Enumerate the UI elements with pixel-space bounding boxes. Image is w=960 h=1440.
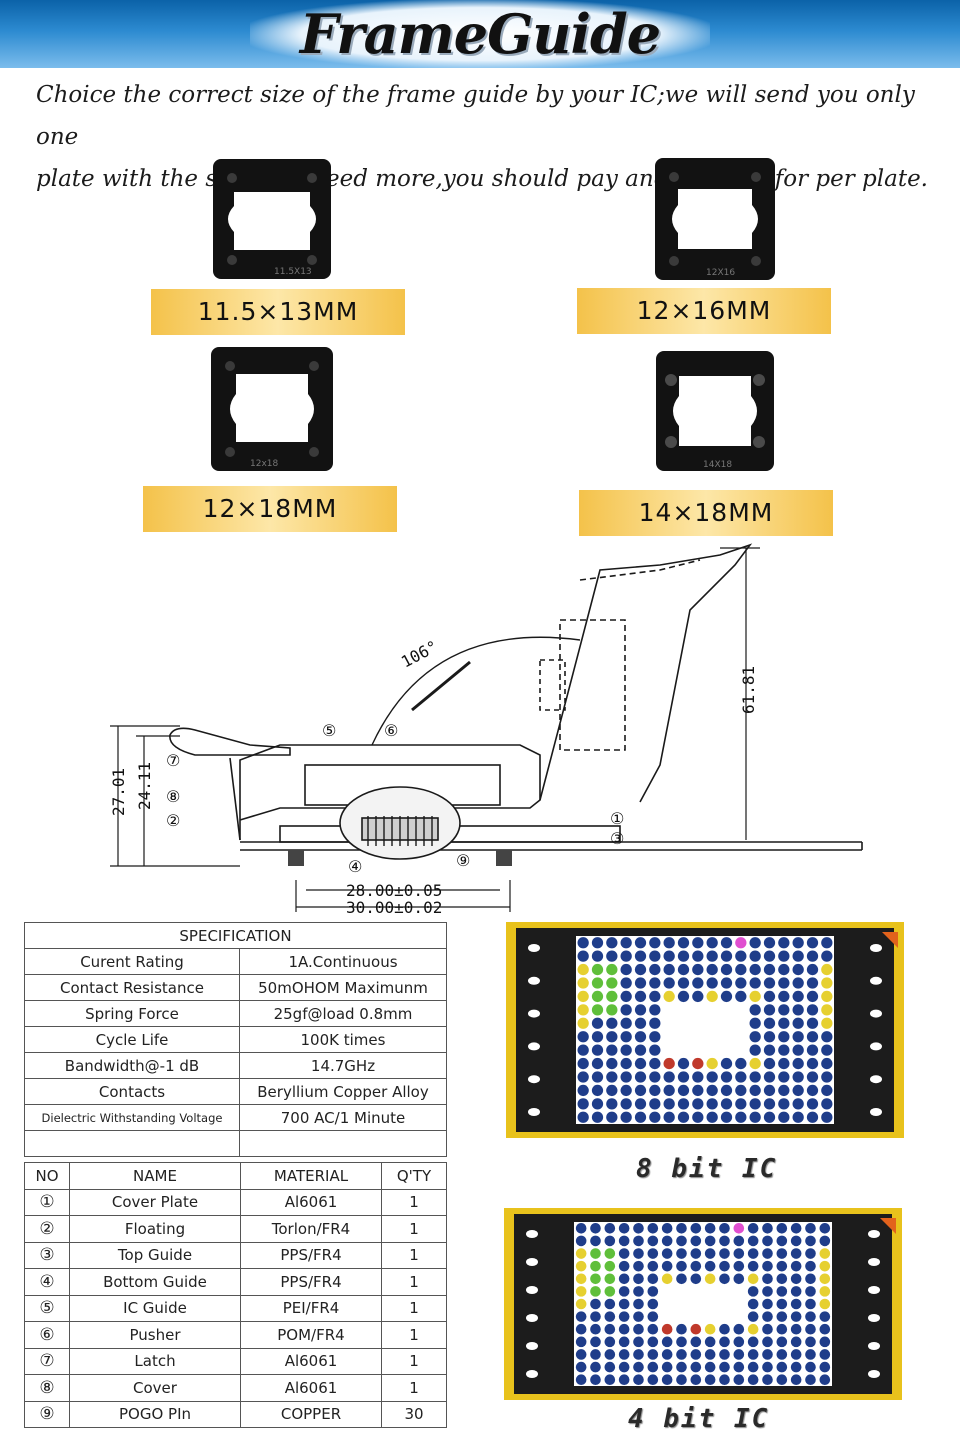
ic-label-4bit: 4 bit IC xyxy=(628,1404,770,1434)
angle-label: 106° xyxy=(398,637,441,672)
frame-guide-image-2: 12X16 xyxy=(654,157,776,281)
frame-guide-image-3: 12x18 xyxy=(210,346,334,472)
spec-title: SPECIFICATION xyxy=(24,922,447,949)
dim-width-30: 30.00±0.02 xyxy=(346,898,442,917)
intro-text: Choice the correct size of the frame gui… xyxy=(36,74,936,200)
intro-line-2: plate with the socket,if need more,you s… xyxy=(36,166,928,192)
dim-height-61-81: 61.81 xyxy=(739,666,758,714)
size-label-11-5x13: 11.5×13MM xyxy=(151,289,405,335)
ic-board-4bit xyxy=(504,1208,902,1405)
page-title: FrameGuide xyxy=(299,2,661,66)
ic-label-8bit: 8 bit IC xyxy=(636,1154,778,1184)
frame-engraving-4: 14X18 xyxy=(703,460,732,470)
frame-guide-image-4: 14X18 xyxy=(655,350,775,472)
callout-1: ① xyxy=(610,809,624,828)
callout-3: ③ xyxy=(610,829,624,848)
callout-7: ⑦ xyxy=(166,751,180,770)
size-label-14x18: 14×18MM xyxy=(579,490,833,536)
callout-4: ④ xyxy=(348,857,362,876)
banner-highlight xyxy=(250,0,710,68)
callout-2: ② xyxy=(166,811,180,830)
dim-height-24-11: 24.11 xyxy=(135,762,154,810)
callout-5: ⑤ xyxy=(322,721,336,740)
callout-9: ⑨ xyxy=(456,851,470,870)
socket-technical-drawing: 106° 27.01 24.11 61.81 28.00±0.05 30.00±… xyxy=(100,540,880,920)
size-label-12x16: 12×16MM xyxy=(577,288,831,334)
table-row-blank xyxy=(24,1130,447,1157)
ic-board-8bit xyxy=(506,922,904,1143)
parts-header-row: NO NAME MATERIAL Q'TY xyxy=(24,1162,447,1190)
intro-line-1: Choice the correct size of the frame gui… xyxy=(36,82,915,150)
callout-6: ⑥ xyxy=(384,721,398,740)
frame-guide-image-1: 11.5X13 xyxy=(212,158,332,280)
callout-8: ⑧ xyxy=(166,787,180,806)
frame-engraving-2: 12X16 xyxy=(706,268,735,278)
dim-width-28: 28.00±0.05 xyxy=(346,881,442,900)
size-label-12x18: 12×18MM xyxy=(143,486,397,532)
dim-height-27-01: 27.01 xyxy=(109,768,128,816)
header-banner: FrameGuide xyxy=(0,0,960,68)
frame-engraving-3: 12x18 xyxy=(250,459,279,469)
frame-engraving-1: 11.5X13 xyxy=(274,267,312,277)
